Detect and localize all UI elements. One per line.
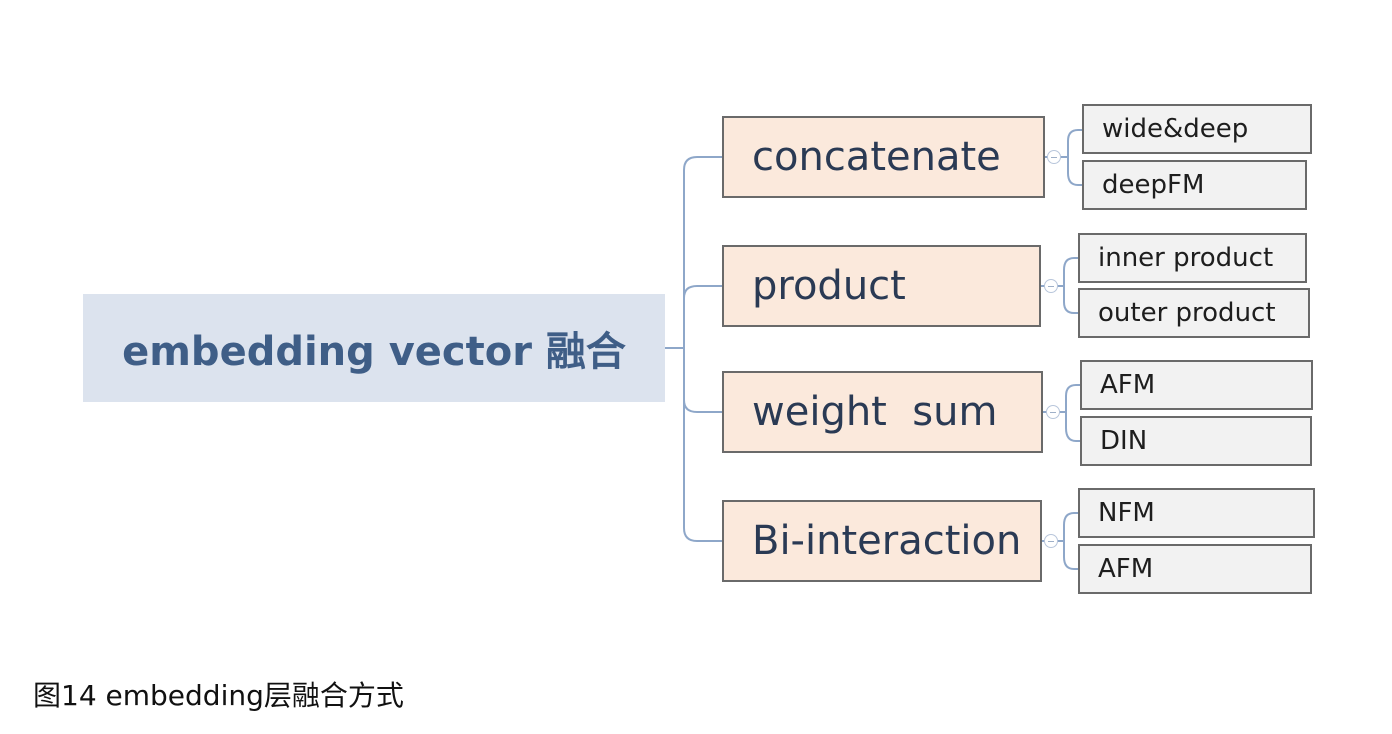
root-label: embedding vector 融合 [122, 329, 626, 375]
branch-node-bi-interaction: Bi-interaction [722, 500, 1042, 582]
leaf-label: DIN [1100, 426, 1148, 456]
leaf-node: AFM [1078, 544, 1312, 594]
leaf-label: AFM [1098, 554, 1154, 584]
trunk-connector [683, 156, 722, 542]
leaf-node: NFM [1078, 488, 1315, 538]
leaf-node: outer product [1078, 288, 1310, 338]
branch-connector-product [683, 285, 722, 299]
collapse-icon[interactable] [1046, 405, 1060, 419]
branch-connector-weight-sum [683, 399, 722, 413]
figure-caption: 图14 embedding层融合方式 [33, 679, 404, 712]
leaf-label: deepFM [1102, 170, 1205, 200]
leaf-node: DIN [1080, 416, 1312, 466]
collapse-icon[interactable] [1044, 279, 1058, 293]
branch-node-product: product [722, 245, 1041, 327]
branch-node-weight-sum: weight sum [722, 371, 1043, 453]
branch-node-concatenate: concatenate [722, 116, 1045, 198]
leaf-label: NFM [1098, 498, 1155, 528]
branch-label: product [752, 263, 906, 309]
branch-label: weight sum [752, 389, 998, 435]
collapse-icon[interactable] [1047, 150, 1061, 164]
leaf-node: AFM [1080, 360, 1313, 410]
leaf-label: wide&deep [1102, 114, 1249, 144]
leaf-node: deepFM [1082, 160, 1307, 210]
leaf-label: outer product [1098, 298, 1276, 328]
root-node: embedding vector 融合 [83, 294, 665, 402]
leaf-label: AFM [1100, 370, 1156, 400]
branch-label: Bi-interaction [752, 518, 1022, 564]
leaf-label: inner product [1098, 243, 1274, 273]
leaf-node: inner product [1078, 233, 1307, 283]
leaf-node: wide&deep [1082, 104, 1312, 154]
branch-label: concatenate [752, 134, 1001, 180]
collapse-icon[interactable] [1044, 534, 1058, 548]
